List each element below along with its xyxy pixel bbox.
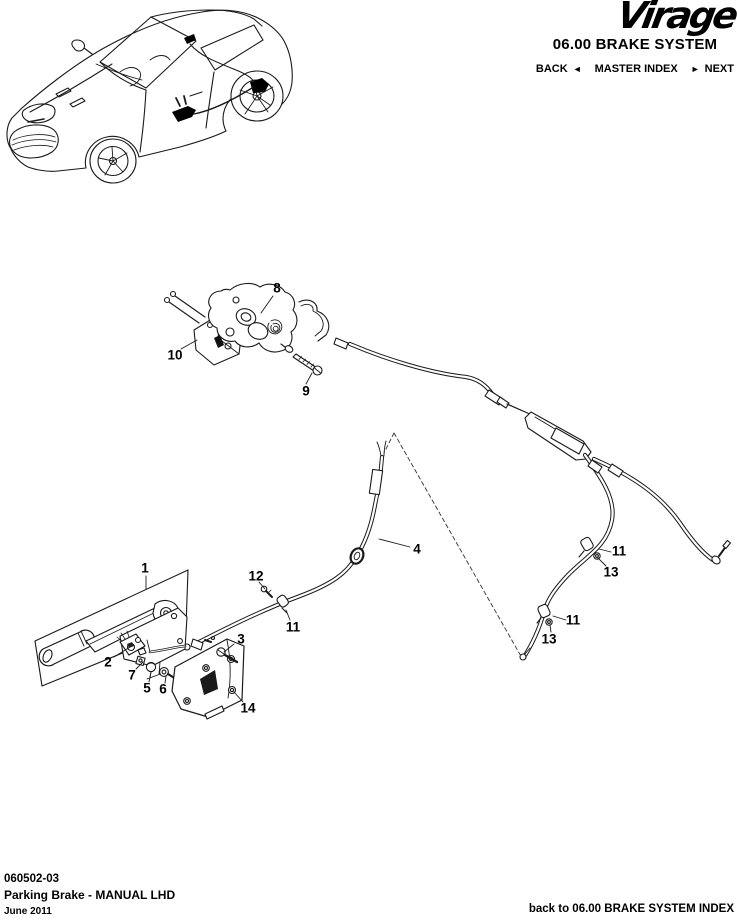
doc-number: 060502-03 [4, 873, 59, 885]
handbrake-lever-drawing [34, 569, 189, 687]
callout-3: 3 [237, 631, 245, 647]
section-title: 06.00 BRAKE SYSTEM [552, 36, 718, 53]
callout-14: 14 [240, 700, 256, 716]
leader-lines [113, 295, 612, 703]
page-title: Parking Brake - MANUAL LHD [4, 888, 176, 902]
callout-5: 5 [143, 680, 151, 696]
callout-12: 12 [248, 568, 264, 584]
callout-11-lower: 11 [565, 612, 581, 628]
callout-11-front: 11 [285, 619, 301, 635]
cables-drawing [183, 337, 732, 661]
brand-logo: Virage [613, 0, 737, 37]
rear-wheel [230, 70, 284, 122]
car-location-illustration [6, 9, 293, 184]
caliper-assembly-drawing [163, 282, 330, 376]
callout-4: 4 [413, 541, 421, 557]
nav-back-link[interactable]: BACK ◄ [536, 63, 582, 75]
callout-6: 6 [159, 681, 167, 697]
back-arrow-icon: ◄ [572, 63, 582, 74]
nav-master-index-link[interactable]: MASTER INDEX [595, 63, 678, 75]
callout-1: 1 [141, 560, 149, 576]
doc-date: June 2011 [4, 906, 52, 917]
exploded-view [34, 282, 732, 720]
callout-10: 10 [167, 347, 183, 363]
next-arrow-icon: ► [690, 63, 700, 74]
nav-master-index-label: MASTER INDEX [594, 63, 678, 75]
callout-13-upper: 13 [603, 564, 619, 580]
parking-brake-highlight [172, 34, 269, 122]
callout-13-lower: 13 [541, 631, 557, 647]
callout-8: 8 [273, 280, 281, 296]
callout-11-upper: 11 [611, 543, 627, 559]
nav-next-label: NEXT [704, 63, 734, 75]
callout-7: 7 [128, 667, 136, 683]
back-to-index-link[interactable]: back to 06.00 BRAKE SYSTEM INDEX [528, 903, 734, 915]
nav-back-label: BACK [535, 63, 568, 75]
mounting-bracket-drawing [171, 638, 245, 720]
callout-2: 2 [104, 654, 112, 670]
nav-next-link[interactable]: ► NEXT [691, 63, 734, 75]
front-wheel [89, 138, 137, 184]
callout-9: 9 [302, 383, 310, 399]
header-nav: BACK ◄ MASTER INDEX ► NEXT [536, 63, 734, 75]
